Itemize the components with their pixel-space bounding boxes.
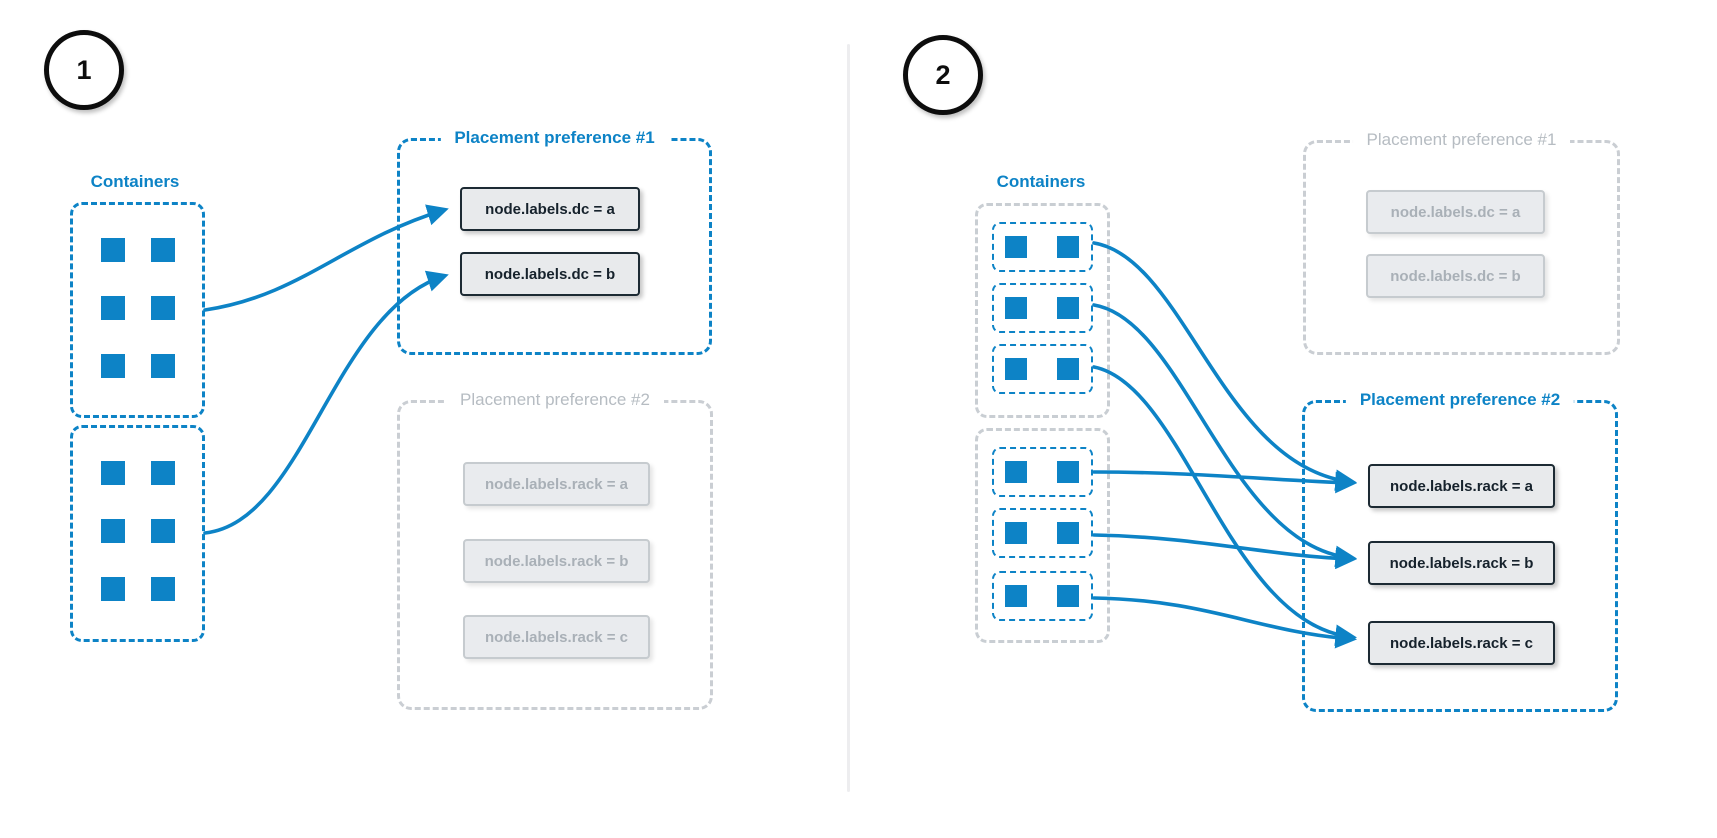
container-square	[151, 238, 175, 262]
node-label-box: node.labels.rack = b	[1368, 541, 1555, 585]
placement-preference-title: Placement preference #2	[446, 390, 664, 410]
placement-preference-1: Placement preference #1 node.labels.dc =…	[397, 128, 712, 355]
step-1-badge: 1	[44, 30, 124, 110]
node-label-box: node.labels.rack = a	[463, 462, 650, 506]
container-square	[1005, 522, 1027, 544]
placement-preference-2: Placement preference #2 node.labels.rack…	[1302, 390, 1618, 712]
container-square	[1057, 358, 1079, 380]
placement-preference-title: Placement preference #2	[1345, 390, 1575, 410]
containers-label: Containers	[996, 172, 1086, 191]
container-square	[101, 519, 125, 543]
placement-preference-2: Placement preference #2 node.labels.rack…	[397, 390, 713, 710]
node-label-box: node.labels.rack = c	[1368, 621, 1555, 665]
node-label-box: node.labels.dc = b	[460, 252, 640, 296]
container-square	[151, 296, 175, 320]
container-square	[1005, 585, 1027, 607]
node-label-box: node.labels.dc = a	[460, 187, 640, 231]
container-square	[151, 519, 175, 543]
container-square	[1057, 585, 1079, 607]
container-square	[101, 354, 125, 378]
container-square	[101, 577, 125, 601]
container-group	[992, 283, 1093, 333]
container-group	[992, 571, 1093, 621]
container-group	[992, 344, 1093, 394]
node-label-box: node.labels.rack = a	[1368, 464, 1555, 508]
container-square	[1005, 358, 1027, 380]
node-label-box: node.labels.dc = a	[1366, 190, 1545, 234]
container-group	[992, 222, 1093, 272]
container-square	[101, 238, 125, 262]
container-group	[992, 508, 1093, 558]
container-square	[1005, 461, 1027, 483]
node-label-box: node.labels.rack = c	[463, 615, 650, 659]
node-label-box: node.labels.dc = b	[1366, 254, 1545, 298]
container-square	[1005, 297, 1027, 319]
placement-preference-1: Placement preference #1 node.labels.dc =…	[1303, 130, 1620, 355]
placement-preference-title: Placement preference #1	[440, 128, 669, 148]
container-square	[101, 296, 125, 320]
container-square	[151, 354, 175, 378]
container-square	[1057, 236, 1079, 258]
step-2-badge: 2	[903, 35, 983, 115]
container-square	[151, 461, 175, 485]
container-square	[1057, 522, 1079, 544]
container-square	[151, 577, 175, 601]
container-square	[1057, 461, 1079, 483]
container-group	[70, 202, 205, 418]
panel-divider	[847, 44, 850, 792]
container-square	[101, 461, 125, 485]
container-group	[70, 425, 205, 642]
node-label-box: node.labels.rack = b	[463, 539, 650, 583]
containers-label: Containers	[90, 172, 180, 191]
container-square	[1005, 236, 1027, 258]
container-group	[992, 447, 1093, 497]
placement-preference-title: Placement preference #1	[1352, 130, 1571, 150]
container-square	[1057, 297, 1079, 319]
